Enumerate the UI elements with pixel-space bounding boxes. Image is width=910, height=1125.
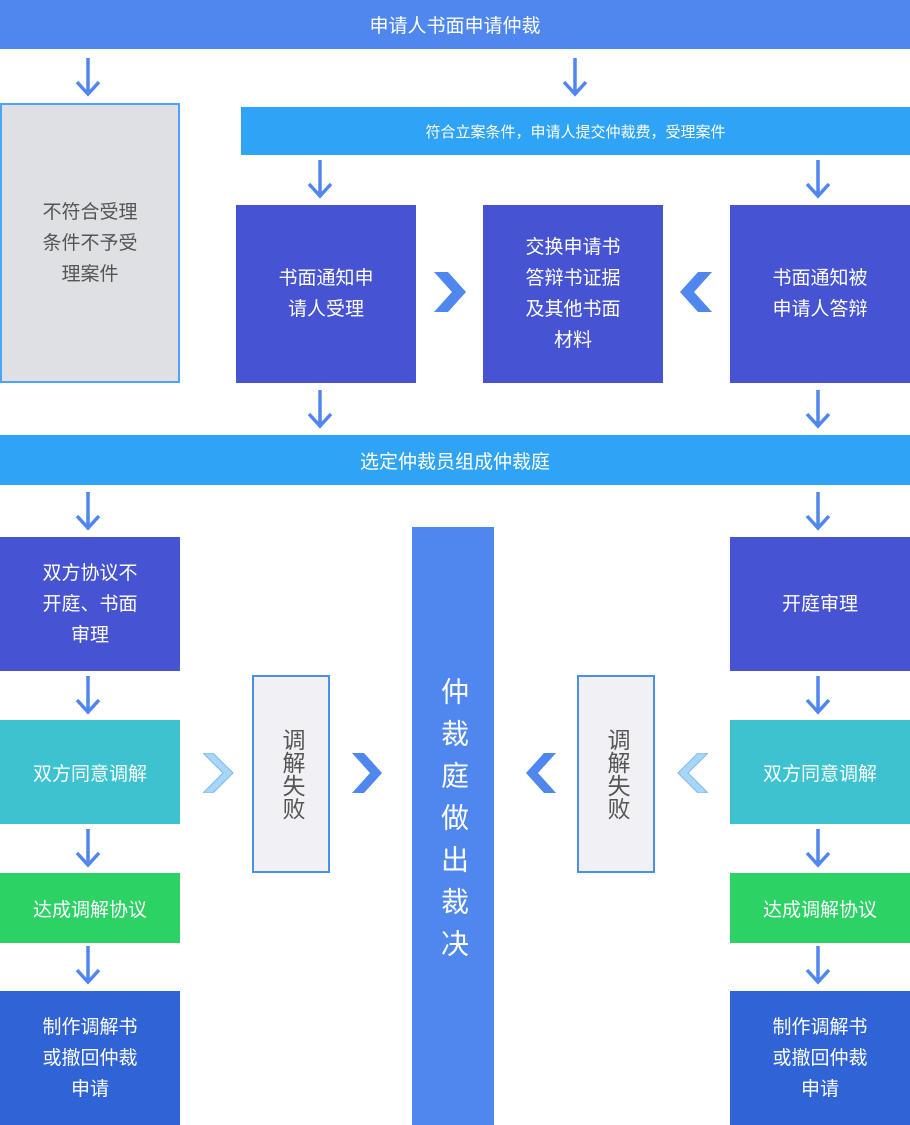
arrow-down-icon	[75, 492, 101, 531]
chevron-left-icon	[680, 272, 712, 312]
apply-arbitration-bar: 申请人书面申请仲裁	[0, 0, 910, 49]
arrow-down-icon	[805, 676, 831, 715]
verdict-column: 仲裁庭做出裁决	[412, 527, 494, 1125]
left-make-document-label: 制作调解书 或撤回仲裁 申请	[42, 1015, 138, 1100]
arrow-down-icon	[307, 160, 333, 199]
reject-case-box: 不符合受理 条件不予受 理案件	[0, 103, 180, 383]
apply-arbitration-label: 申请人书面申请仲裁	[369, 15, 541, 37]
left-reach-agreement-box: 达成调解协议	[0, 873, 180, 943]
arrow-down-icon	[75, 58, 101, 97]
right-hearing-label: 开庭审理	[781, 592, 858, 615]
arrow-down-icon	[75, 829, 101, 868]
chevron-left-icon	[526, 753, 556, 793]
arrow-down-icon	[307, 390, 333, 429]
arrow-down-icon	[75, 676, 101, 715]
accept-case-label: 符合立案条件，申请人提交仲裁费，受理案件	[425, 122, 726, 141]
reject-case-label: 不符合受理 条件不予受 理案件	[42, 200, 138, 285]
exchange-documents-box: 交换申请书 答辩书证据 及其他书面 材料	[483, 205, 663, 383]
notify-applicant-box: 书面通知申 请人受理	[236, 205, 416, 383]
select-tribunal-label: 选定仲裁员组成仲裁庭	[359, 450, 550, 473]
left-reach-agreement-label: 达成调解协议	[32, 898, 147, 921]
chevron-right-icon	[434, 272, 466, 312]
right-reach-agreement-box: 达成调解协议	[730, 873, 910, 943]
right-make-document-label: 制作调解书 或撤回仲裁 申请	[772, 1015, 868, 1100]
right-agree-mediation-label: 双方同意调解	[762, 762, 877, 785]
left-mediation-failed-box: 调解失败	[252, 675, 330, 873]
left-agree-mediation-label: 双方同意调解	[32, 762, 147, 785]
right-reach-agreement-label: 达成调解协议	[762, 898, 877, 921]
arrow-down-icon	[805, 829, 831, 868]
chevron-right-icon	[203, 753, 234, 793]
notify-respondent-box: 书面通知被 申请人答辩	[730, 205, 910, 383]
right-mediation-failed-box: 调解失败	[577, 675, 655, 873]
arrow-down-icon	[805, 160, 831, 199]
right-agree-mediation-box: 双方同意调解	[730, 720, 910, 824]
left-written-review-label: 双方协议不 开庭、书面 审理	[42, 561, 138, 646]
left-written-review-box: 双方协议不 开庭、书面 审理	[0, 537, 180, 671]
verdict-label: 仲裁庭做出裁决	[437, 677, 470, 971]
left-agree-mediation-box: 双方同意调解	[0, 720, 180, 824]
exchange-documents-label: 交换申请书 答辩书证据 及其他书面 材料	[525, 236, 621, 351]
left-mediation-failed-label: 调解失败	[278, 728, 304, 820]
notify-respondent-label: 书面通知被 申请人答辩	[772, 267, 868, 320]
arrow-down-icon	[805, 390, 831, 429]
arrow-down-icon	[805, 946, 831, 985]
select-tribunal-bar: 选定仲裁员组成仲裁庭	[0, 435, 910, 485]
chevron-left-icon	[677, 753, 708, 793]
arrow-down-icon	[805, 492, 831, 531]
left-make-document-box: 制作调解书 或撤回仲裁 申请	[0, 991, 180, 1125]
chevron-right-icon	[352, 753, 382, 793]
right-make-document-box: 制作调解书 或撤回仲裁 申请	[730, 991, 910, 1125]
notify-applicant-label: 书面通知申 请人受理	[278, 267, 374, 320]
arrow-down-icon	[75, 946, 101, 985]
right-hearing-box: 开庭审理	[730, 537, 910, 671]
accept-case-bar: 符合立案条件，申请人提交仲裁费，受理案件	[241, 107, 910, 155]
right-mediation-failed-label: 调解失败	[603, 728, 629, 820]
arrow-down-icon	[562, 58, 588, 97]
